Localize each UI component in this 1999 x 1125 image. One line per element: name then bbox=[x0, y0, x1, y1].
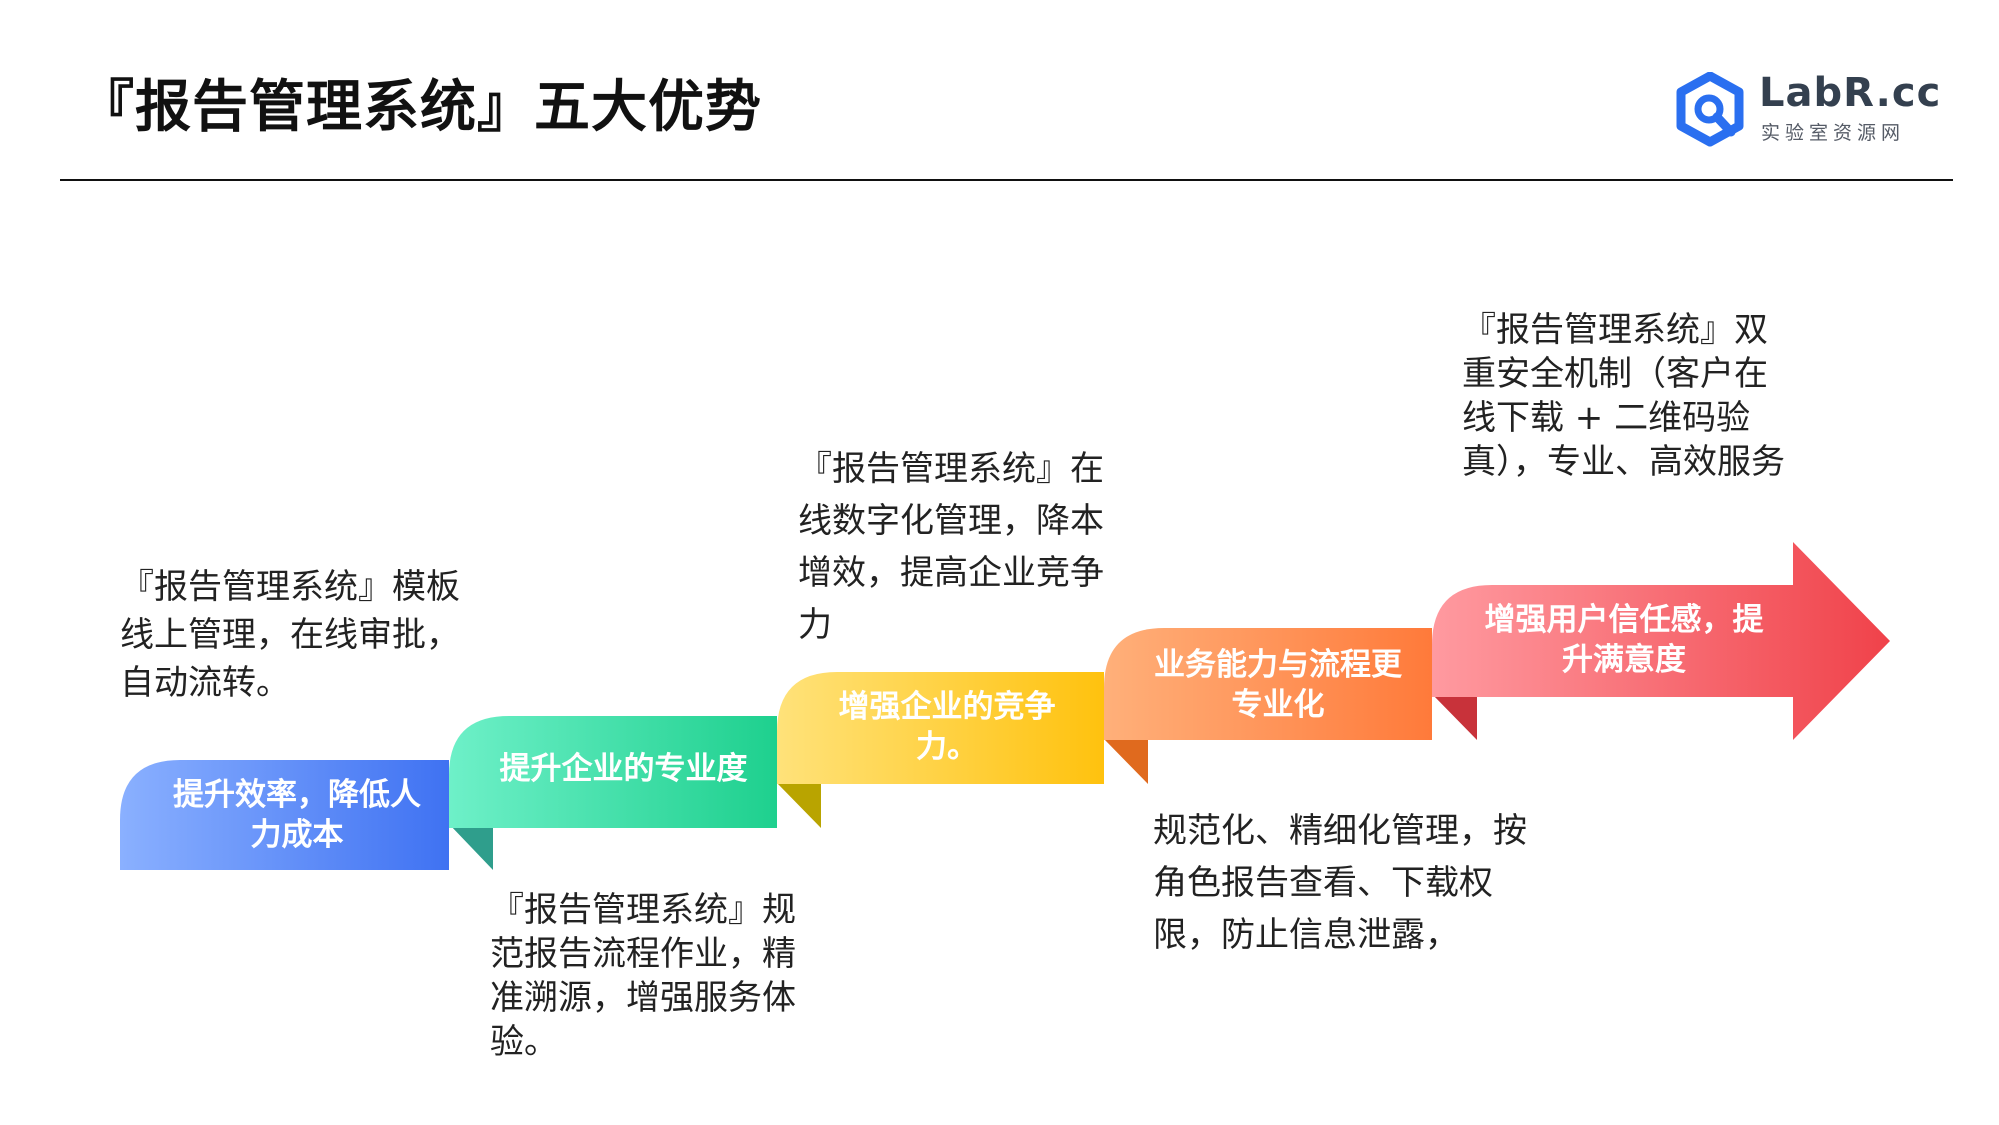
step-4-shape bbox=[1104, 628, 1432, 740]
logo: LabR.cc 实验室资源网 bbox=[1675, 70, 1940, 150]
step-2-fold bbox=[777, 783, 821, 828]
step-1-shape bbox=[120, 760, 449, 870]
step-5-arrow-shape bbox=[1432, 542, 1890, 740]
step-5-description: 『报告管理系统』双重安全机制（客户在线下载 + 二维码验真），专业、高效服务 bbox=[1462, 310, 1785, 482]
step-5-label: 增强用户信任感，提升满意度 bbox=[1484, 602, 1764, 678]
logo-subtitle: 实验室资源网 bbox=[1761, 122, 1906, 144]
step-3-description: 『报告管理系统』在线数字化管理，降本增效，提高企业竞争力 bbox=[798, 449, 1104, 645]
step-3-label: 增强企业的竞争力。 bbox=[838, 689, 1056, 765]
step-2-shape bbox=[449, 716, 777, 828]
step-1-description: 『报告管理系统』模板线上管理，在线审批，自动流转。 bbox=[120, 567, 460, 703]
step-2-description: 『报告管理系统』规范报告流程作业，精准溯源，增强服务体验。 bbox=[490, 890, 796, 1062]
title-divider bbox=[60, 179, 1953, 181]
logo-name: LabR.cc bbox=[1759, 70, 1942, 116]
step-3-fold bbox=[1104, 739, 1148, 784]
step-1-label: 提升效率，降低人力成本 bbox=[173, 777, 421, 853]
step-2-label: 提升企业的专业度 bbox=[499, 751, 748, 787]
step-3-shape bbox=[777, 672, 1104, 784]
step-1-fold bbox=[449, 824, 493, 870]
page-title: 『报告管理系统』五大优势 bbox=[78, 75, 762, 140]
magnifier-hexagon-icon bbox=[1676, 72, 1744, 147]
step-4-description: 规范化、精细化管理，按角色报告查看、下载权限，防止信息泄露， bbox=[1153, 811, 1527, 955]
step-4-label: 业务能力与流程更专业化 bbox=[1154, 647, 1402, 723]
step-4-fold bbox=[1432, 694, 1477, 740]
